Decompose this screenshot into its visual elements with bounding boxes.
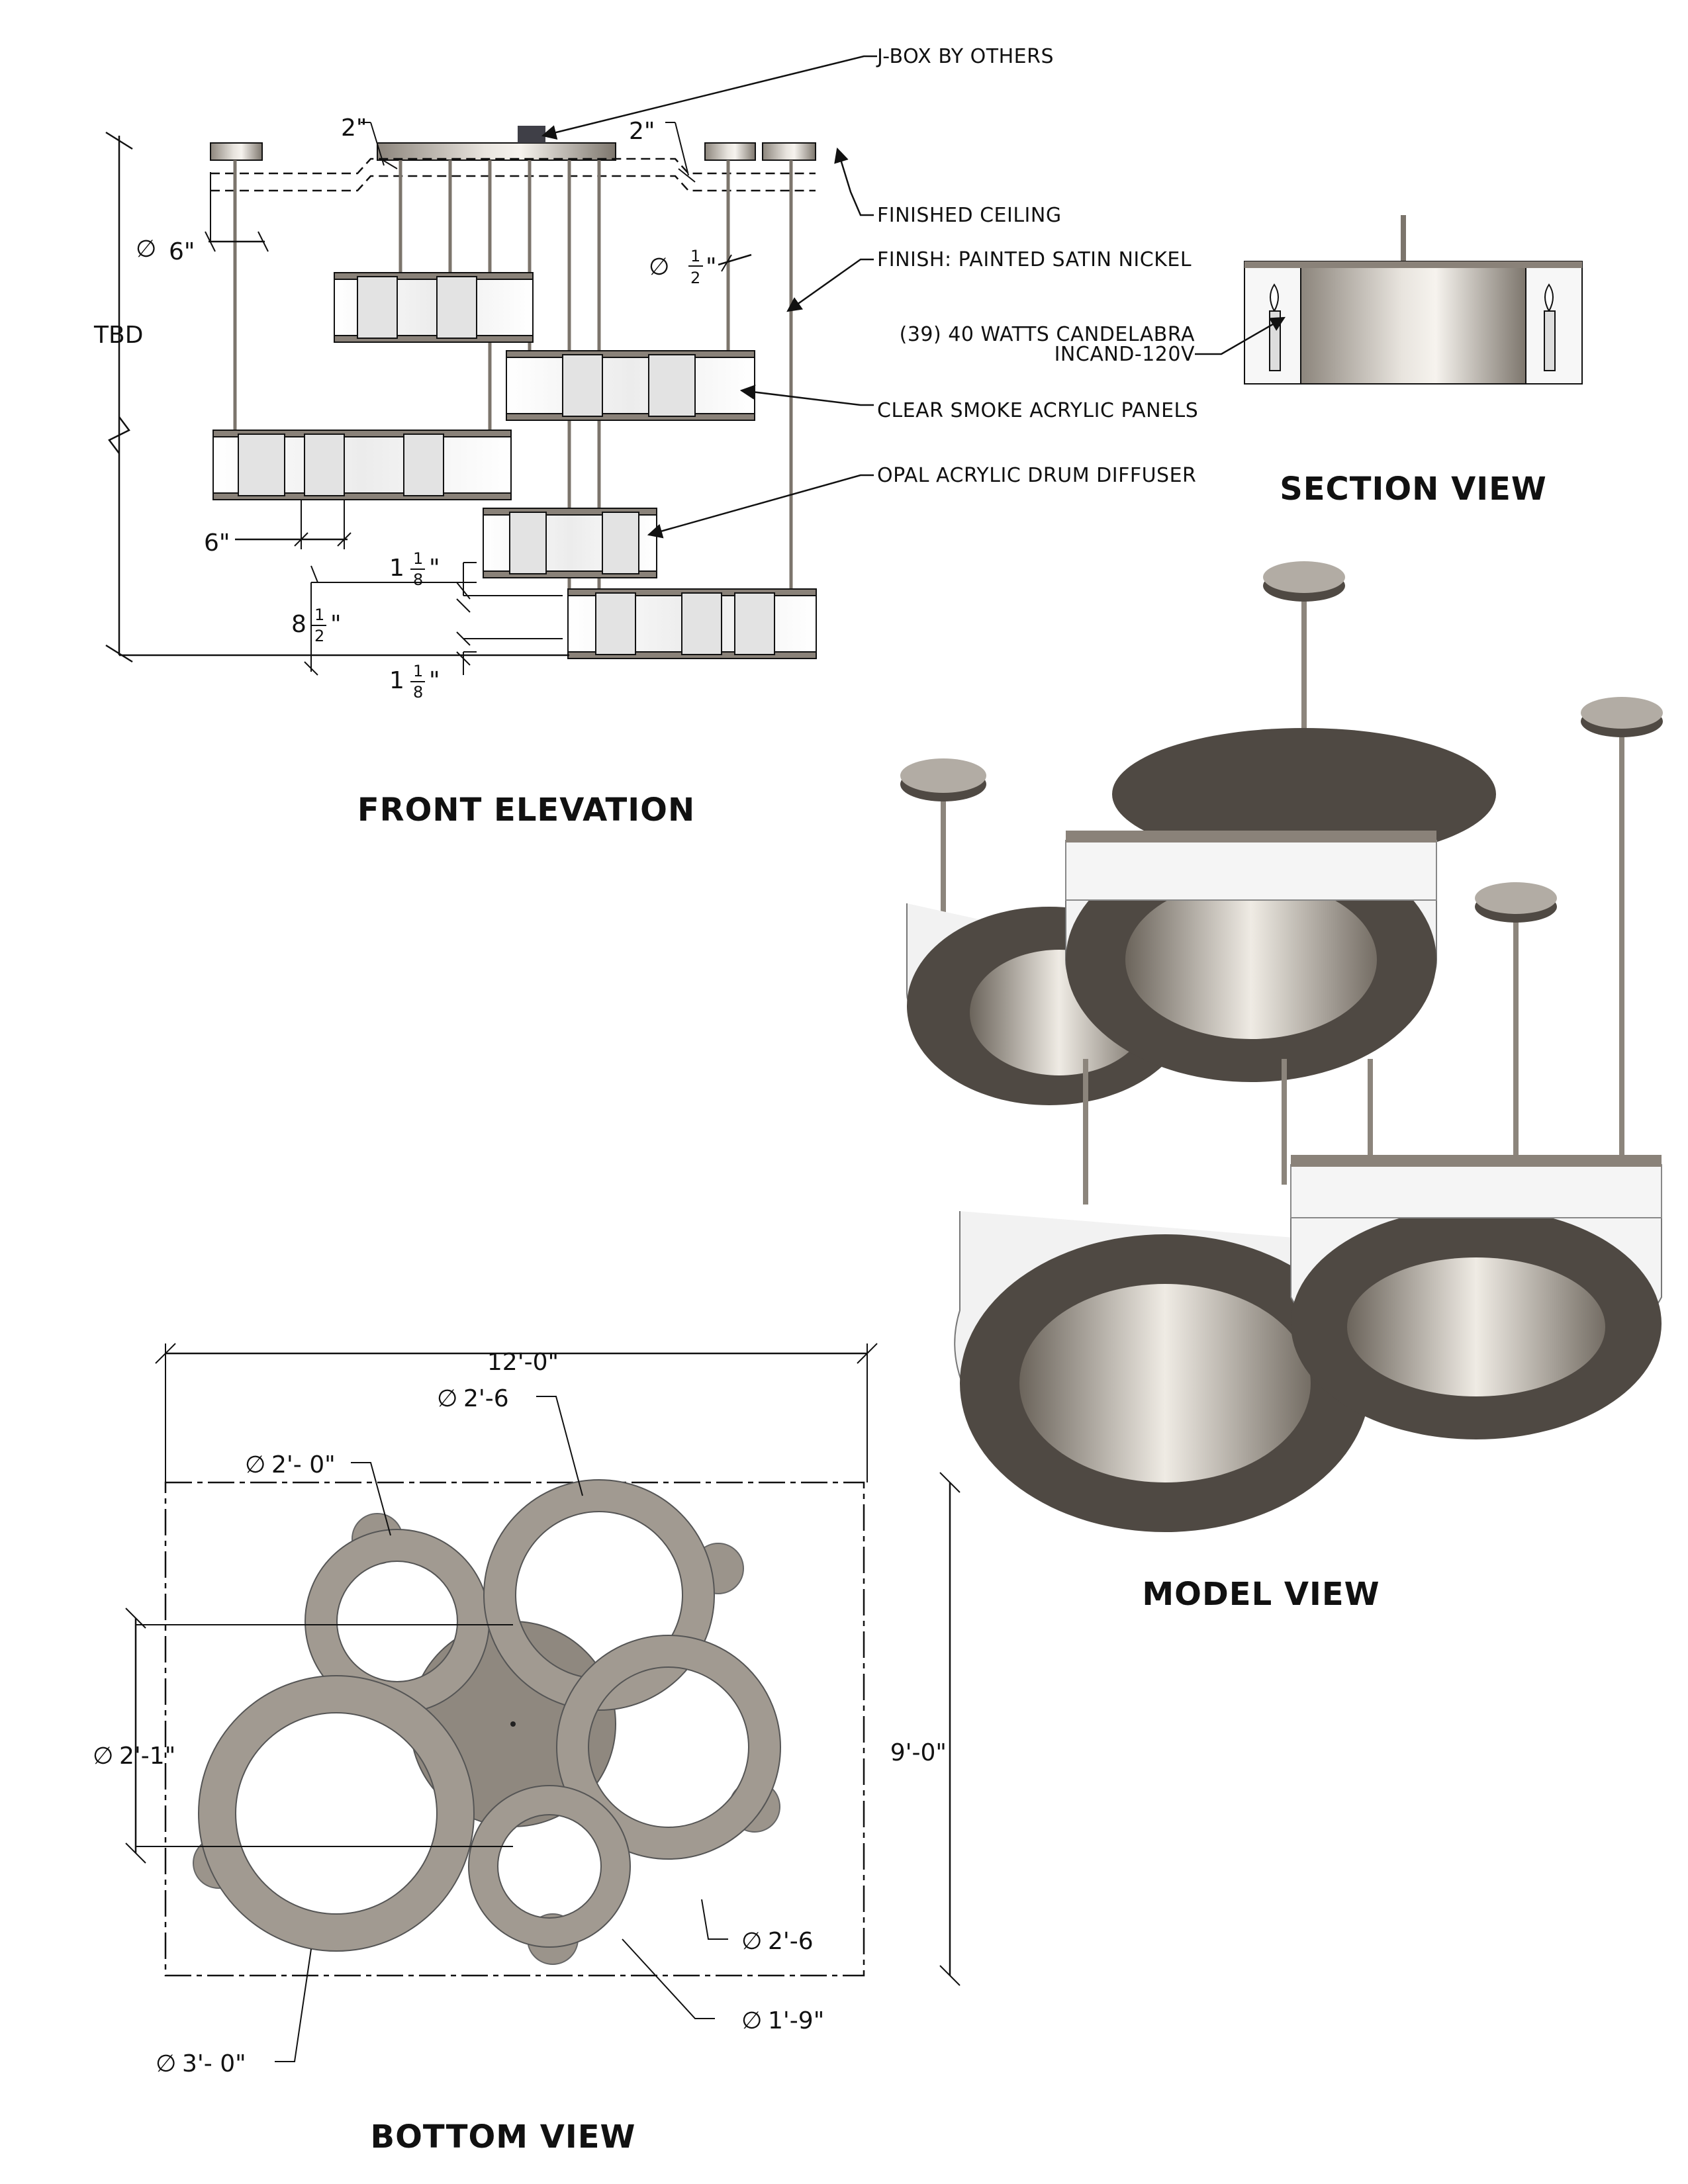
drum-h-den: 2 — [314, 627, 324, 645]
ring-dia-small: 1'-9" — [768, 2007, 824, 2034]
svg-text:∅: ∅ — [156, 2050, 176, 2077]
svg-text:∅: ∅ — [245, 1451, 265, 1479]
elevation-drums — [212, 272, 817, 659]
elevation-dimensions — [105, 122, 752, 676]
j-box — [518, 126, 545, 143]
drum-height-dim: 6" — [204, 529, 230, 557]
stem-dia-num: 1 — [690, 247, 700, 265]
lamp-note-line1: (39) 40 WATTS CANDELABRA — [900, 323, 1195, 346]
jbox-note: J-BOX BY OTHERS — [876, 45, 1054, 68]
diffuser-note: OPAL ACRYLIC DRUM DIFFUSER — [877, 464, 1196, 487]
finish-note: FINISH: PAINTED SATIN NICKEL — [877, 248, 1192, 271]
model-drum-large — [954, 1211, 1378, 1532]
lamp-note-line2: INCAND-120V — [1055, 343, 1195, 366]
gap-dim-num: 1 — [413, 549, 423, 568]
model-drum-top — [1065, 831, 1437, 1082]
ceiling-note: FINISHED CEILING — [877, 204, 1062, 227]
footprint-boundary — [164, 1481, 865, 1977]
ring-dia-right: 2'-6 — [768, 1928, 814, 1955]
elevation-leaders — [541, 55, 877, 539]
model-view: MODEL VIEW — [900, 561, 1663, 1613]
bottom-view-title: BOTTOM VIEW — [371, 2118, 636, 2156]
drum-5 — [567, 588, 817, 659]
stem-dia-den: 2 — [690, 269, 700, 287]
drum-h-whole: 8 — [291, 611, 306, 638]
gap2-dim-den: 8 — [413, 683, 423, 702]
drum-h-num: 1 — [314, 606, 324, 624]
gap2-dim-whole: 1 — [389, 667, 404, 694]
drum-4 — [483, 508, 657, 578]
canopies — [210, 126, 816, 161]
model-canopies — [900, 561, 1663, 1211]
canopy-dia-dim: 6" — [169, 238, 195, 265]
overall-width-dim: 12'-0" — [487, 1349, 559, 1376]
svg-text:": " — [429, 555, 440, 582]
section-view: (39) 40 WATTS CANDELABRA INCAND-120V SEC… — [900, 215, 1583, 508]
front-elevation-title: FRONT ELEVATION — [357, 792, 695, 829]
svg-text:": " — [330, 611, 342, 638]
drum-1 — [334, 272, 534, 343]
svg-text:∅: ∅ — [437, 1385, 457, 1412]
candle-bulb-icon — [1270, 283, 1279, 313]
gap-dim-whole: 1 — [389, 555, 404, 582]
front-elevation: J-BOX BY OTHERS FINISHED CEILING FINISH:… — [93, 45, 1198, 829]
bottom-view: 12'-0" 9'-0" — [93, 1343, 961, 2156]
svg-text:∅: ∅ — [741, 2007, 762, 2034]
model-view-title: MODEL VIEW — [1142, 1576, 1380, 1613]
height-dim: TBD — [93, 322, 143, 349]
ring-dia-large: 3'- 0" — [182, 2050, 246, 2077]
svg-text:": " — [706, 253, 717, 281]
bottom-leaders — [275, 1396, 728, 2062]
ring-dia-top-left: 2'- 0" — [271, 1451, 336, 1479]
diameter-symbol: ∅ — [649, 253, 669, 281]
offset-left-dim: 2" — [341, 114, 367, 142]
svg-text:∅: ∅ — [93, 1743, 113, 1770]
gap-dim-den: 8 — [413, 570, 423, 589]
svg-text:∅: ∅ — [741, 1928, 762, 1955]
svg-text:": " — [429, 667, 440, 694]
model-drum-right — [1290, 1155, 1662, 1439]
section-view-title: SECTION VIEW — [1280, 471, 1547, 508]
gap2-dim-num: 1 — [413, 662, 423, 680]
bottom-rings — [198, 1479, 781, 1952]
overall-depth-dim: 9'-0" — [890, 1739, 947, 1766]
panels-note: CLEAR SMOKE ACRYLIC PANELS — [877, 399, 1198, 422]
drum-2 — [506, 350, 755, 421]
finished-ceiling-line — [211, 158, 816, 175]
candle-bulb-icon — [1544, 283, 1554, 313]
canopy-dia-dim: 2'-1" — [119, 1743, 175, 1770]
offset-right-dim: 2" — [629, 118, 655, 145]
ring-dia-top-right: 2'-6 — [463, 1385, 509, 1412]
drum-3 — [212, 430, 512, 500]
diameter-symbol: ∅ — [136, 236, 156, 263]
